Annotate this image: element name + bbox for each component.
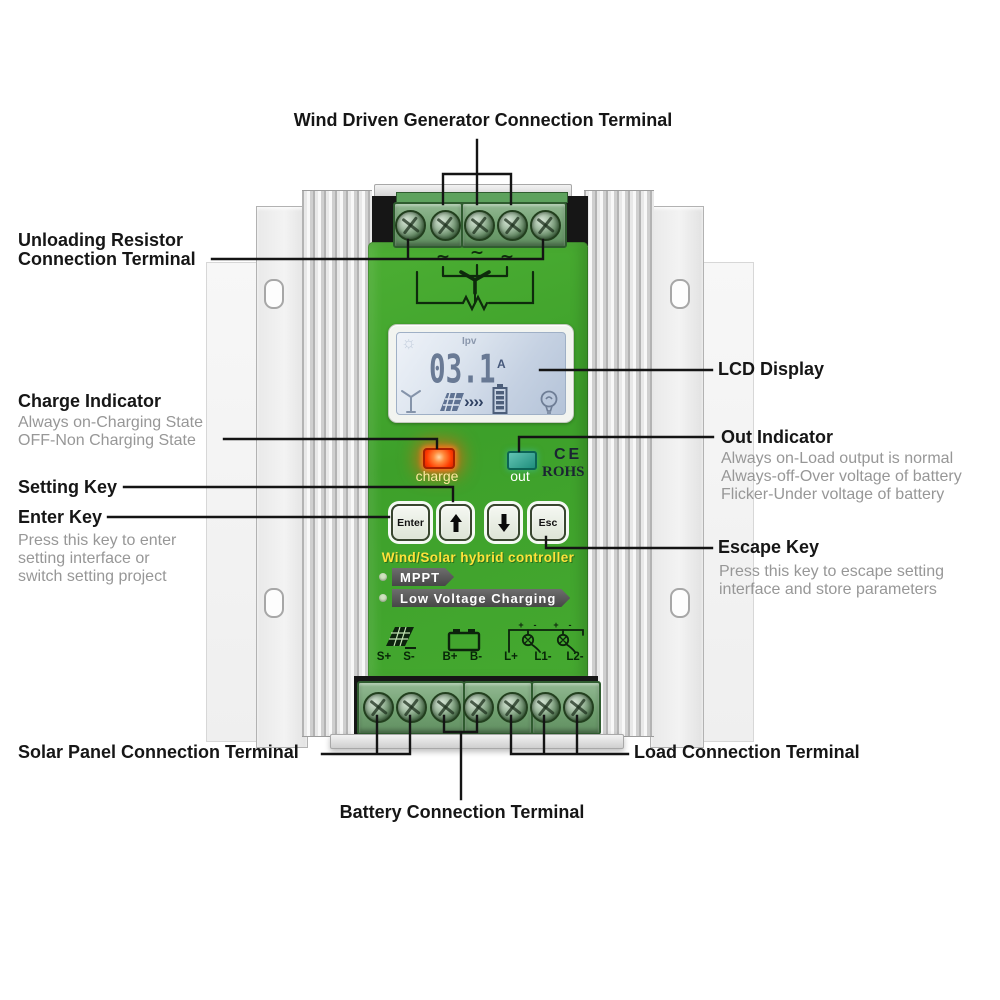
terminal-label-l1-minus: L1- (534, 651, 552, 663)
down-arrow-icon (497, 513, 510, 532)
callout-load-terminal: Load Connection Terminal (634, 742, 860, 762)
callout-out-sub1: Always on-Load output is normal (721, 450, 954, 467)
terminal-screw (497, 210, 528, 241)
charge-led (423, 448, 455, 469)
callout-out-sub3: Flicker-Under voltage of battery (721, 486, 945, 503)
terminal-label-b-plus: B+ (442, 651, 458, 663)
wind-input-schematic: ~ ~ ~ (415, 246, 535, 312)
energy-flow-arrows: ›››› (464, 392, 484, 411)
enter-key: Enter (391, 504, 430, 541)
terminal-screw (463, 692, 494, 723)
callout-out-indicator: Out Indicator (721, 427, 833, 447)
callout-setting-key: Setting Key (18, 477, 118, 497)
callout-charge-sub1: Always on-Charging State (18, 414, 203, 431)
sun-icon: ☼ (401, 333, 417, 352)
solar-panel-terminal-icon (386, 626, 416, 649)
callout-enter-sub1: Press this key to enter (18, 532, 177, 549)
out-led-label: out (510, 468, 530, 484)
callout-wind-terminal: Wind Driven Generator Connection Termina… (293, 110, 673, 130)
feature-bullet (379, 573, 387, 581)
up-key (439, 504, 472, 541)
callout-enter-sub2: setting interface or (18, 550, 150, 567)
plus-mark: + (553, 620, 558, 630)
terminal-screw (530, 210, 561, 241)
terminal-screw (395, 210, 426, 241)
callout-charge-sub2: OFF-Non Charging State (18, 432, 196, 449)
terminal-screw (396, 692, 427, 723)
terminal-label-l2-minus: L2- (566, 651, 584, 663)
light-bulb-icon (540, 390, 558, 414)
load-terminal-icon: + - + - (508, 620, 584, 653)
callout-battery-terminal: Battery Connection Terminal (339, 802, 585, 822)
callout-lcd-display: LCD Display (718, 359, 825, 379)
callout-charge-indicator: Charge Indicator (18, 391, 162, 411)
battery-level-icon (492, 384, 508, 414)
mount-hole (264, 588, 284, 618)
mount-hole (264, 279, 284, 309)
terminal-label-l-plus: L+ (504, 651, 518, 663)
phase-symbol: ~ (436, 247, 450, 267)
lcd-screen (396, 332, 566, 415)
device-title: Wind/Solar hybrid controller (381, 550, 575, 565)
plus-mark: + (518, 620, 523, 630)
feature-badge-mppt: MPPT (392, 568, 454, 586)
terminal-screw (563, 692, 594, 723)
heatsink-right (584, 190, 654, 737)
callout-enter-sub3: switch setting project (18, 568, 167, 585)
callout-escape-sub1: Press this key to escape setting (719, 563, 944, 580)
mount-hole (670, 279, 690, 309)
minus-mark: - (569, 620, 572, 630)
feature-badge-low-voltage: Low Voltage Charging (392, 589, 570, 607)
bottom-lip (330, 734, 624, 749)
lcd-value: 03.1 (429, 347, 496, 394)
callout-escape-sub2: interface and store parameters (719, 581, 937, 598)
mount-hole (670, 588, 690, 618)
esc-key: Esc (530, 504, 566, 541)
terminal-screw (430, 692, 461, 723)
callout-out-sub2: Always-off-Over voltage of battery (721, 468, 962, 485)
terminal-label-b-minus: B- (469, 651, 483, 663)
backplate-left (206, 262, 260, 742)
lcd-unit: A (497, 357, 506, 371)
callout-solar-terminal: Solar Panel Connection Terminal (18, 742, 299, 762)
heatsink-left (302, 190, 372, 737)
charge-led-label: charge (415, 468, 459, 484)
terminal-screw (363, 692, 394, 723)
terminal-screw (464, 210, 495, 241)
terminal-label-s-plus: S+ (376, 651, 392, 663)
callout-escape-key: Escape Key (718, 537, 820, 557)
phase-symbol: ~ (470, 246, 484, 263)
rohs-mark: ROHS (542, 464, 585, 480)
down-key (487, 504, 520, 541)
minus-mark: - (534, 620, 537, 630)
callout-enter-key: Enter Key (18, 507, 103, 527)
terminal-label-s-minus: S- (403, 651, 415, 663)
callout-unloading-line2: Connection Terminal (18, 249, 196, 269)
ce-mark: CE (554, 446, 583, 463)
terminal-screw (530, 692, 561, 723)
wind-turbine-icon (401, 390, 421, 413)
controller-face (368, 242, 588, 680)
feature-bullet (379, 594, 387, 602)
solar-panel-icon (440, 392, 464, 412)
up-arrow-icon (449, 513, 462, 532)
terminal-screw (430, 210, 461, 241)
battery-terminal-icon (447, 629, 481, 652)
callout-unloading-line1: Unloading Resistor (18, 230, 184, 250)
terminal-screw (497, 692, 528, 723)
lcd-parameter-label: Ipv (462, 336, 477, 347)
phase-symbol: ~ (500, 247, 514, 267)
